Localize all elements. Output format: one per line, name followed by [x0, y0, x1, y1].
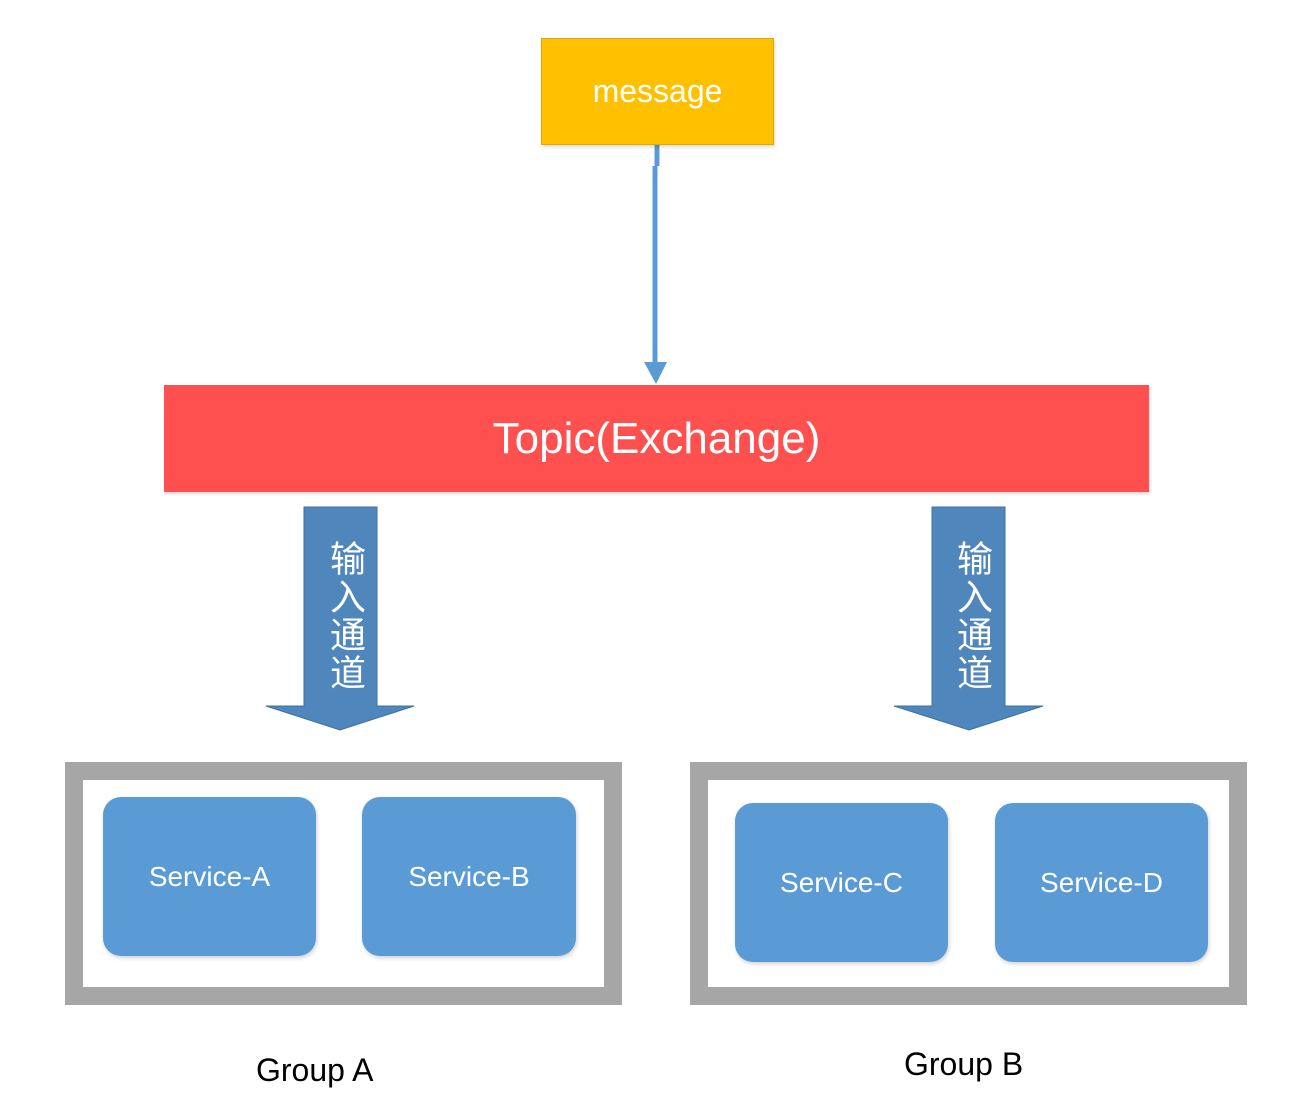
input-channel-label-b: 输入通道	[951, 540, 992, 692]
service-a-label: Service-A	[148, 860, 271, 892]
service-c-label: Service-C	[780, 866, 903, 898]
service-c-node: Service-C	[735, 803, 948, 962]
message-node: message	[541, 38, 774, 145]
service-b-node: Service-B	[362, 797, 576, 956]
service-d-node: Service-D	[995, 803, 1208, 962]
input-channel-label-a: 输入通道	[324, 540, 365, 692]
topic-exchange-node: Topic(Exchange)	[164, 385, 1149, 492]
group-b-label: Group B	[904, 1046, 1024, 1082]
service-a-node: Service-A	[103, 797, 316, 956]
message-label: message	[592, 73, 723, 109]
message-to-topic-arrow	[644, 145, 667, 384]
input-channel-arrow-b	[893, 506, 1044, 731]
group-a-label: Group A	[256, 1052, 374, 1088]
topic-label: Topic(Exchange)	[492, 413, 821, 463]
service-d-label: Service-D	[1040, 866, 1163, 898]
input-channel-arrow-a	[265, 506, 415, 731]
service-b-label: Service-B	[408, 860, 530, 892]
